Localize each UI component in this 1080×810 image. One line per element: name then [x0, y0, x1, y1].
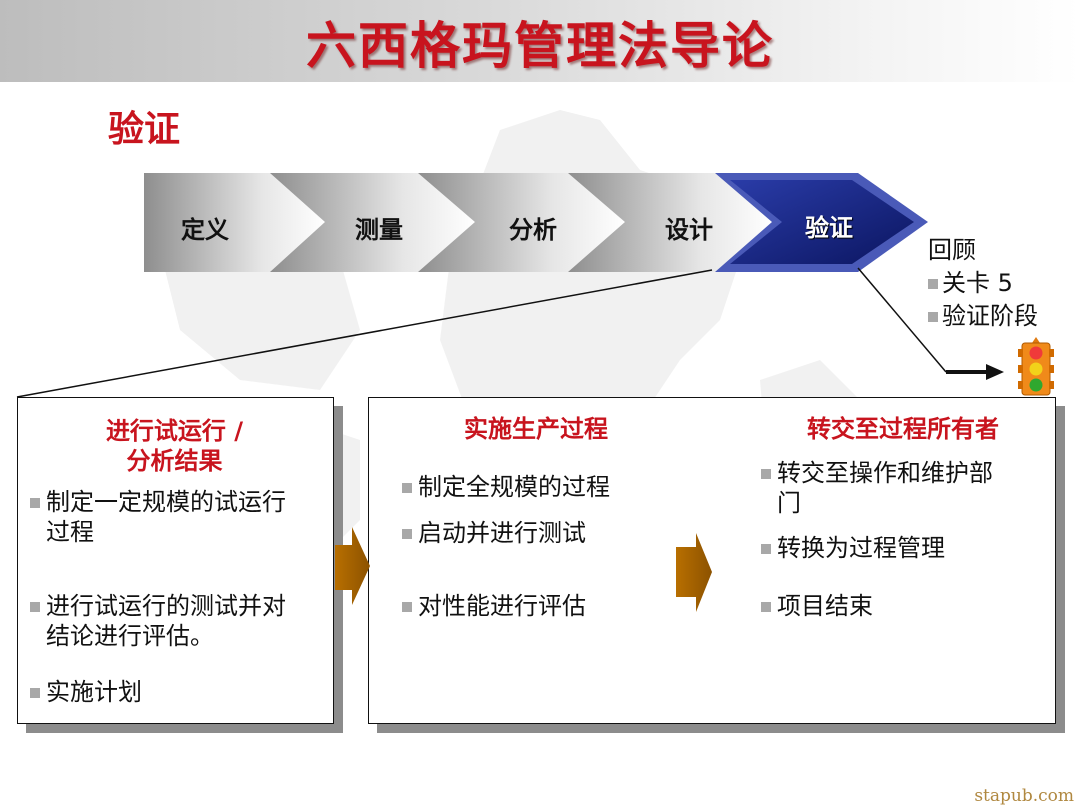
review-item: 验证阶段 — [928, 300, 1038, 333]
slide-title: 六西格玛管理法导论 — [306, 17, 774, 75]
traffic-light-icon — [1018, 337, 1054, 396]
review-heading: 回顾 — [928, 236, 976, 264]
bullet-square-icon — [402, 483, 412, 493]
production-heading: 实施生产过程 — [464, 415, 608, 443]
production-handoff-panel — [368, 397, 1056, 724]
bullet-square-icon — [30, 688, 40, 698]
step-analyze: 分析 — [509, 216, 557, 244]
bullet-square-icon — [402, 529, 412, 539]
chevron-analyze — [418, 173, 625, 272]
chevron-verify-active — [715, 173, 928, 272]
production-bullet-1: 制定全规模的过程 — [402, 472, 610, 502]
review-block: 回顾 关卡 5 验证阶段 — [928, 234, 1038, 333]
chevron-measure — [270, 173, 475, 272]
handoff-heading: 转交至过程所有者 — [807, 415, 999, 443]
handoff-bullet-3: 项目结束 — [761, 591, 873, 621]
step-measure: 测量 — [355, 216, 403, 244]
review-item: 关卡 5 — [928, 267, 1038, 300]
pilot-bullet-1: 制定一定规模的试运行过程 — [30, 487, 286, 547]
handoff-bullet-2: 转换为过程管理 — [761, 533, 945, 563]
pilot-bullet-3: 实施计划 — [30, 677, 142, 707]
bullet-square-icon — [761, 469, 771, 479]
pilot-panel — [17, 397, 334, 724]
title-bar — [0, 0, 1080, 82]
pilot-panel-heading: 进行试运行 / 分析结果 — [105, 417, 244, 475]
watermark: stapub.com — [974, 786, 1074, 806]
production-bullet-3: 对性能进行评估 — [402, 591, 586, 621]
step-design: 设计 — [665, 216, 713, 244]
pilot-bullet-2: 进行试运行的测试并对结论进行评估。 — [30, 591, 286, 651]
step-define: 定义 — [181, 216, 229, 244]
bullet-square-icon — [761, 602, 771, 612]
bullet-square-icon — [30, 602, 40, 612]
chevron-design — [568, 173, 772, 272]
bullet-square-icon — [30, 498, 40, 508]
step-verify: 验证 — [805, 214, 853, 242]
bullet-square-icon — [928, 278, 938, 289]
handoff-bullet-1: 转交至操作和维护部门 — [761, 458, 993, 518]
bullet-square-icon — [928, 311, 938, 322]
bullet-square-icon — [761, 544, 771, 554]
bullet-square-icon — [402, 602, 412, 612]
chevron-define — [144, 173, 325, 272]
production-bullet-2: 启动并进行测试 — [402, 518, 586, 548]
phase-subtitle: 验证 — [108, 109, 181, 150]
